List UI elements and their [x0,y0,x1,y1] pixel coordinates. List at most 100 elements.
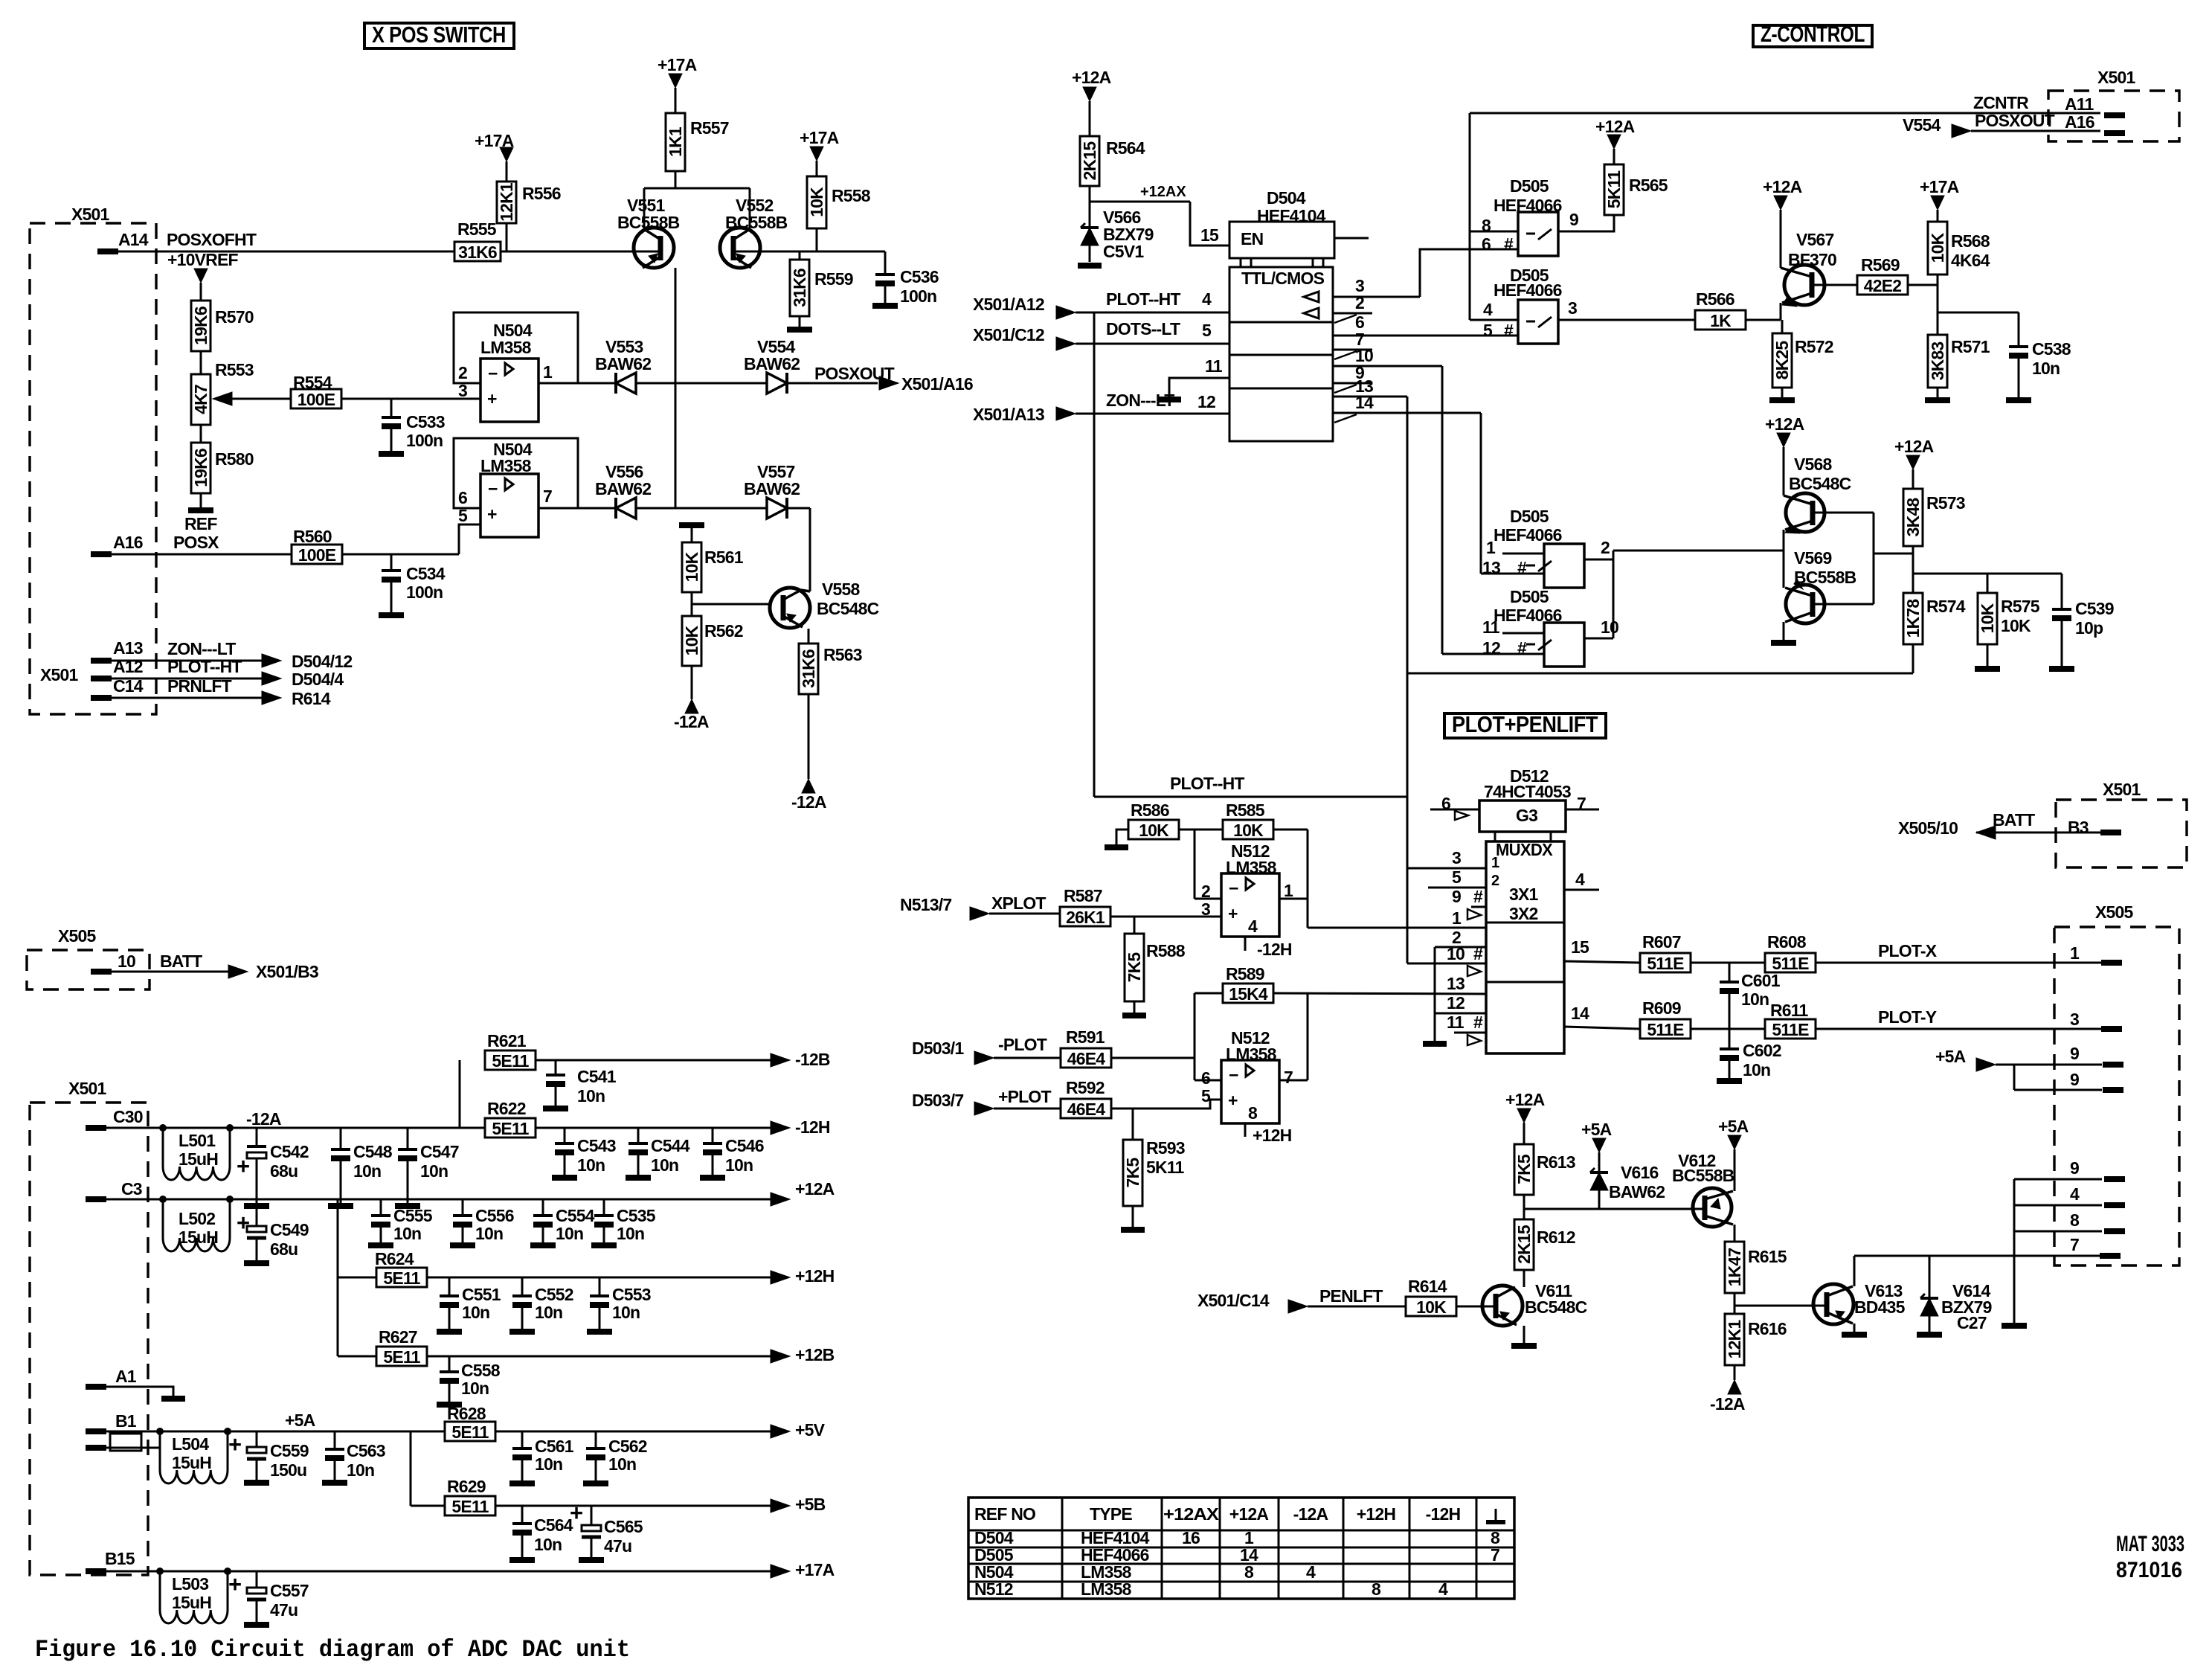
svg-text:BATT: BATT [1993,810,2035,830]
svg-text:X501/C14: X501/C14 [1197,1291,1270,1310]
svg-text:8: 8 [1491,1528,1500,1547]
svg-text:X501: X501 [2103,780,2141,799]
svg-text:N512: N512 [1231,1028,1270,1047]
svg-text:C549: C549 [270,1220,309,1239]
svg-text:15uH: 15uH [172,1593,211,1612]
svg-text:R612: R612 [1537,1228,1575,1247]
svg-text:L503: L503 [172,1574,208,1594]
svg-text:−: − [1229,879,1238,898]
svg-text:7: 7 [2070,1235,2079,1254]
svg-text:13: 13 [1447,974,1465,993]
svg-text:C14: C14 [113,676,144,696]
svg-text:LM358: LM358 [480,338,532,357]
svg-text:BC558B: BC558B [1672,1166,1734,1185]
svg-text:19K6: 19K6 [191,449,210,487]
svg-text:10n: 10n [347,1460,374,1480]
svg-text:+: + [1228,904,1238,923]
svg-text:C564: C564 [534,1515,573,1535]
svg-text:C534: C534 [406,564,446,583]
svg-text:3: 3 [458,381,467,400]
svg-text:BAW62: BAW62 [1609,1182,1665,1201]
svg-text:10: 10 [1601,617,1618,637]
svg-text:2: 2 [458,363,467,382]
svg-text:10K: 10K [682,551,701,582]
svg-text:#: # [1504,321,1514,340]
svg-text:X501: X501 [68,1079,107,1098]
svg-text:C539: C539 [2075,599,2114,618]
svg-text:V566: V566 [1103,208,1141,227]
svg-text:871016: 871016 [2116,1558,2182,1582]
svg-text:5: 5 [1452,867,1462,887]
svg-text:TTL/CMOS: TTL/CMOS [1241,269,1325,288]
svg-text:3: 3 [1355,276,1364,295]
svg-text:9: 9 [2070,1070,2079,1089]
svg-text:+5A: +5A [1935,1047,1966,1066]
svg-text:V551: V551 [627,196,666,215]
svg-text:7: 7 [543,487,552,506]
svg-text:5K11: 5K11 [1146,1158,1185,1177]
svg-text:R556: R556 [522,184,561,203]
svg-text:V568: V568 [1794,455,1833,474]
svg-text:R558: R558 [832,186,871,205]
svg-text:PENLFT: PENLFT [1319,1286,1383,1306]
svg-text:2: 2 [1452,928,1461,947]
svg-text:C555: C555 [393,1206,433,1225]
svg-text:2: 2 [1355,293,1364,312]
svg-text:4K64: 4K64 [1951,251,1990,270]
svg-text:R621: R621 [487,1031,527,1050]
svg-text:BAW62: BAW62 [744,479,800,498]
svg-text:10n: 10n [725,1155,753,1175]
svg-text:4: 4 [1248,917,1258,936]
svg-text:X501: X501 [40,665,79,684]
svg-text:C535: C535 [617,1206,656,1225]
svg-text:+12A: +12A [795,1179,835,1199]
svg-text:100n: 100n [406,583,443,602]
svg-text:C551: C551 [462,1285,501,1304]
svg-text:+12A: +12A [1894,437,1934,456]
svg-text:TYPE: TYPE [1090,1504,1132,1524]
svg-text:D504: D504 [1267,188,1306,208]
svg-text:−: − [488,364,498,383]
svg-text:BF370: BF370 [1788,250,1836,269]
svg-text:V569: V569 [1794,548,1832,568]
svg-text:1: 1 [1491,855,1499,871]
svg-text:+: + [228,1571,242,1597]
svg-text:R624: R624 [375,1249,414,1268]
svg-text:D505: D505 [1510,587,1549,606]
svg-text:R593: R593 [1146,1138,1185,1158]
svg-text:BZX79: BZX79 [1103,225,1154,244]
svg-text:A12: A12 [113,657,143,676]
svg-text:X POS SWITCH: X POS SWITCH [372,22,506,48]
svg-text:3K48: 3K48 [1903,498,1923,537]
svg-text:#: # [1473,1013,1483,1032]
svg-text:C5V1: C5V1 [1103,242,1144,261]
svg-text:R557: R557 [690,118,729,138]
svg-text:4K7: 4K7 [191,385,210,414]
svg-text:C30: C30 [113,1107,143,1126]
svg-text:7K5: 7K5 [1514,1154,1534,1184]
svg-text:10n: 10n [651,1155,678,1175]
svg-text:C552: C552 [535,1285,573,1304]
svg-text:#: # [1504,234,1514,254]
svg-text:C554: C554 [556,1206,595,1225]
svg-text:1: 1 [2070,943,2080,963]
svg-text:LM358: LM358 [480,456,532,475]
svg-text:511E: 511E [1647,1020,1684,1039]
svg-text:N512: N512 [1231,841,1270,861]
svg-text:15K4: 15K4 [1229,984,1268,1004]
svg-text:R570: R570 [215,307,254,327]
svg-text:+12AX: +12AX [1140,184,1186,200]
svg-text:D503/1: D503/1 [912,1039,964,1058]
svg-text:2: 2 [1201,882,1210,901]
svg-text:V614: V614 [1952,1281,1991,1300]
svg-text:-12A: -12A [674,712,709,731]
svg-text:5E11: 5E11 [492,1051,529,1071]
svg-text:BAW62: BAW62 [595,354,651,373]
svg-text:12: 12 [1197,392,1215,411]
svg-text:10n: 10n [612,1303,640,1322]
svg-text:10: 10 [118,952,135,971]
svg-text:C558: C558 [461,1361,501,1380]
svg-text:A16: A16 [113,533,143,552]
svg-text:1: 1 [543,362,553,382]
svg-text:10n: 10n [534,1535,562,1554]
